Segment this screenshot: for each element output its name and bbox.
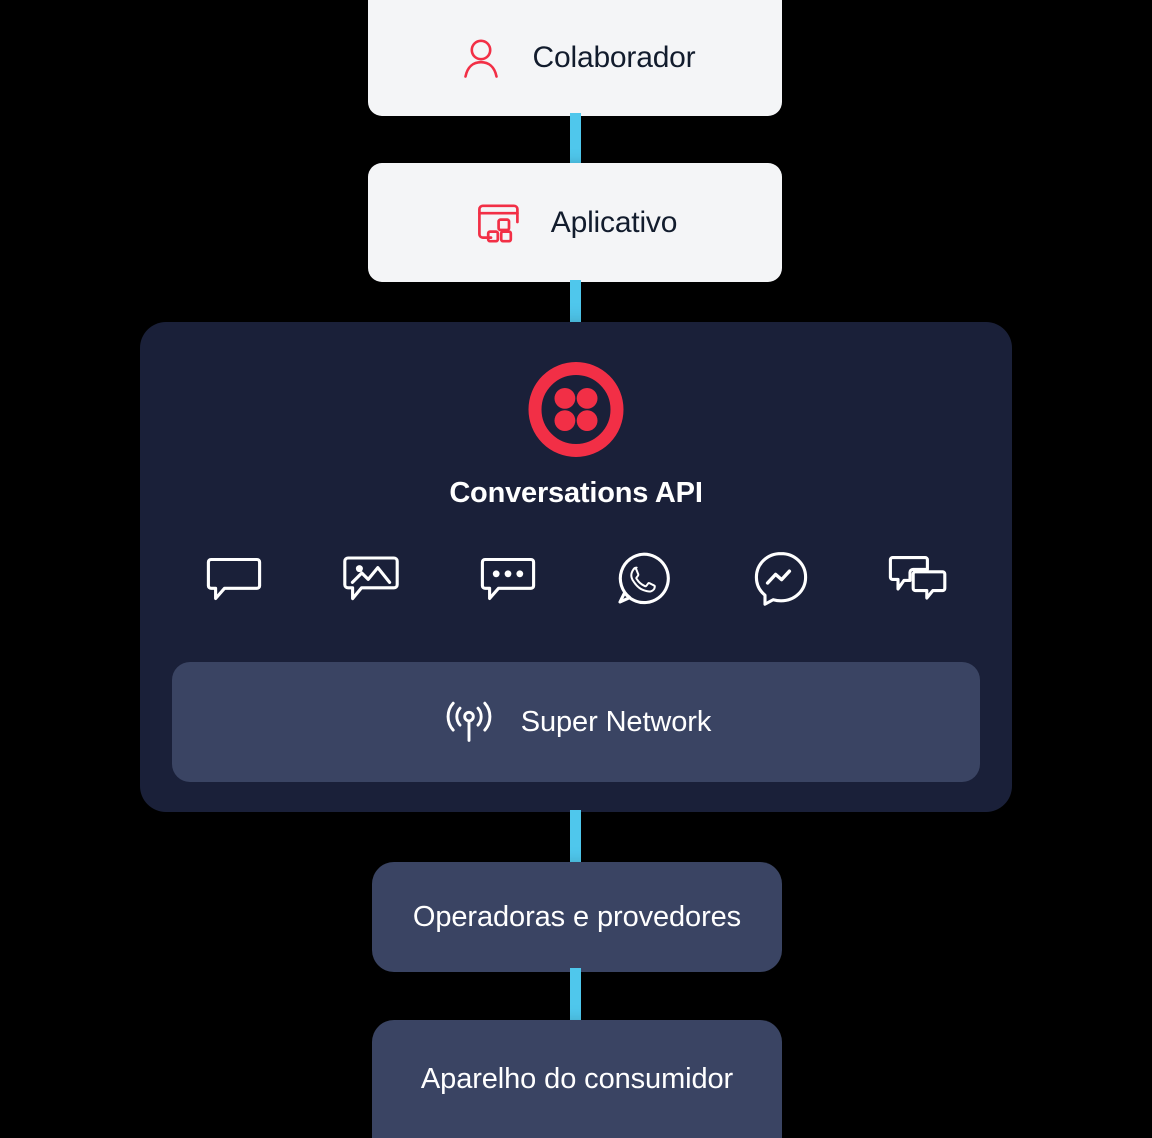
twilio-logo [528, 361, 625, 458]
node-collaborator: Colaborador [368, 0, 782, 116]
connector-application-to-api [570, 280, 581, 324]
broadcast-signal-icon [441, 694, 497, 750]
connector-collaborator-to-application [570, 113, 581, 165]
conversations-api-title: Conversations API [449, 477, 703, 509]
user-icon [455, 32, 507, 84]
multi-chat-bubbles-icon [880, 546, 956, 610]
node-application-label: Aplicativo [550, 205, 678, 239]
connector-carriers-to-device [570, 968, 581, 1022]
sms-chat-bubble-icon [196, 546, 272, 610]
node-collaborator-label: Colaborador [532, 41, 696, 74]
connector-api-to-carriers [570, 810, 581, 866]
node-carriers-label: Operadoras e provedores [412, 900, 742, 933]
super-network-label: Super Network [520, 705, 712, 738]
app-window-icon [473, 197, 525, 249]
channel-icon-row [172, 540, 980, 616]
node-consumer-device-label: Aparelho do consumidor [420, 1062, 734, 1095]
node-carriers: Operadoras e provedores [372, 862, 782, 972]
whatsapp-icon [606, 546, 682, 610]
chat-typing-bubble-icon [470, 546, 546, 610]
facebook-messenger-icon [743, 546, 819, 610]
super-network-bar: Super Network [172, 662, 980, 782]
node-consumer-device: Aparelho do consumidor [372, 1020, 782, 1138]
node-conversations-api: Conversations API [140, 322, 1012, 812]
mms-image-bubble-icon [333, 546, 409, 610]
node-application: Aplicativo [368, 163, 782, 282]
